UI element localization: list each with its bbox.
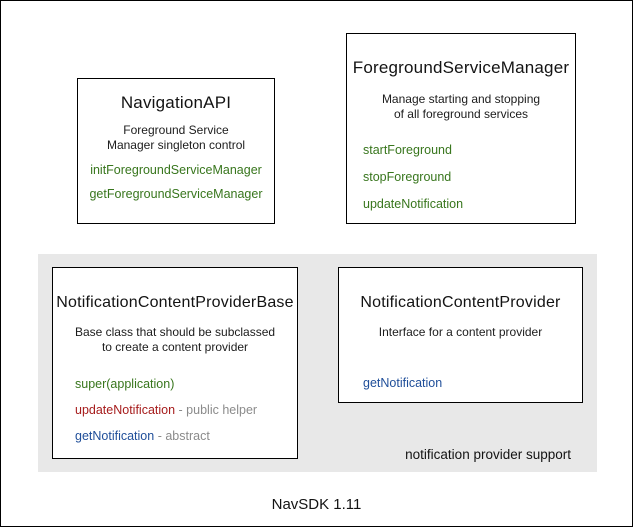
- method-annotation: - abstract: [154, 429, 210, 443]
- notification-content-provider-description: Interface for a content provider: [339, 325, 582, 340]
- method-list: getNotification: [363, 376, 582, 390]
- method-start-foreground: startForeground: [363, 143, 452, 157]
- method-get-foreground-service-manager: getForegroundServiceManager: [89, 187, 263, 201]
- class-box-notification-content-provider: NotificationContentProvider Interface fo…: [338, 267, 583, 403]
- method-list: super(application) updateNotification - …: [75, 377, 297, 443]
- notification-content-provider-title: NotificationContentProvider: [360, 294, 561, 311]
- method-annotation: - public helper: [175, 403, 258, 417]
- method-update-notification: updateNotification - public helper: [75, 403, 297, 417]
- sdk-version-label: NavSDK 1.11: [271, 496, 362, 513]
- method-name: super(application): [75, 377, 175, 391]
- foreground-service-manager-description: Manage starting and stopping of all fore…: [347, 92, 575, 122]
- navigation-api-title: NavigationAPI: [120, 93, 232, 112]
- method-name: updateNotification: [75, 403, 176, 417]
- class-box-navigation-api: NavigationAPI Foreground Service Manager…: [77, 78, 275, 224]
- description-line: Base class that should be subclassed: [74, 325, 276, 339]
- description-line: Manage starting and stopping: [381, 92, 541, 106]
- method-super-application: super(application): [75, 377, 297, 391]
- notification-provider-support-label: notification provider support: [405, 447, 571, 462]
- notification-content-provider-base-description: Base class that should be subclassed to …: [53, 325, 297, 355]
- foreground-service-manager-title: ForegroundServiceManager: [352, 58, 570, 77]
- method-get-notification: getNotification - abstract: [75, 429, 297, 443]
- method-list: startForeground stopForeground updateNot…: [363, 143, 575, 211]
- method-update-notification: updateNotification: [363, 197, 464, 211]
- description-line: to create a content provider: [101, 340, 249, 354]
- method-stop-foreground: stopForeground: [363, 170, 452, 184]
- description-line: of all foreground services: [393, 107, 529, 121]
- description-line: Foreground Service: [123, 123, 229, 137]
- description-line: Interface for a content provider: [378, 325, 543, 339]
- method-name: getNotification: [363, 376, 443, 390]
- class-box-foreground-service-manager: ForegroundServiceManager Manage starting…: [346, 33, 576, 224]
- class-box-notification-content-provider-base: NotificationContentProviderBase Base cla…: [52, 267, 298, 459]
- method-init-foreground-service-manager: initForegroundServiceManager: [90, 163, 262, 177]
- navigation-api-description: Foreground Service Manager singleton con…: [78, 123, 274, 153]
- method-get-notification: getNotification: [363, 376, 582, 390]
- method-name: getNotification: [75, 429, 155, 443]
- description-line: Manager singleton control: [106, 138, 246, 152]
- notification-content-provider-base-title: NotificationContentProviderBase: [56, 294, 294, 311]
